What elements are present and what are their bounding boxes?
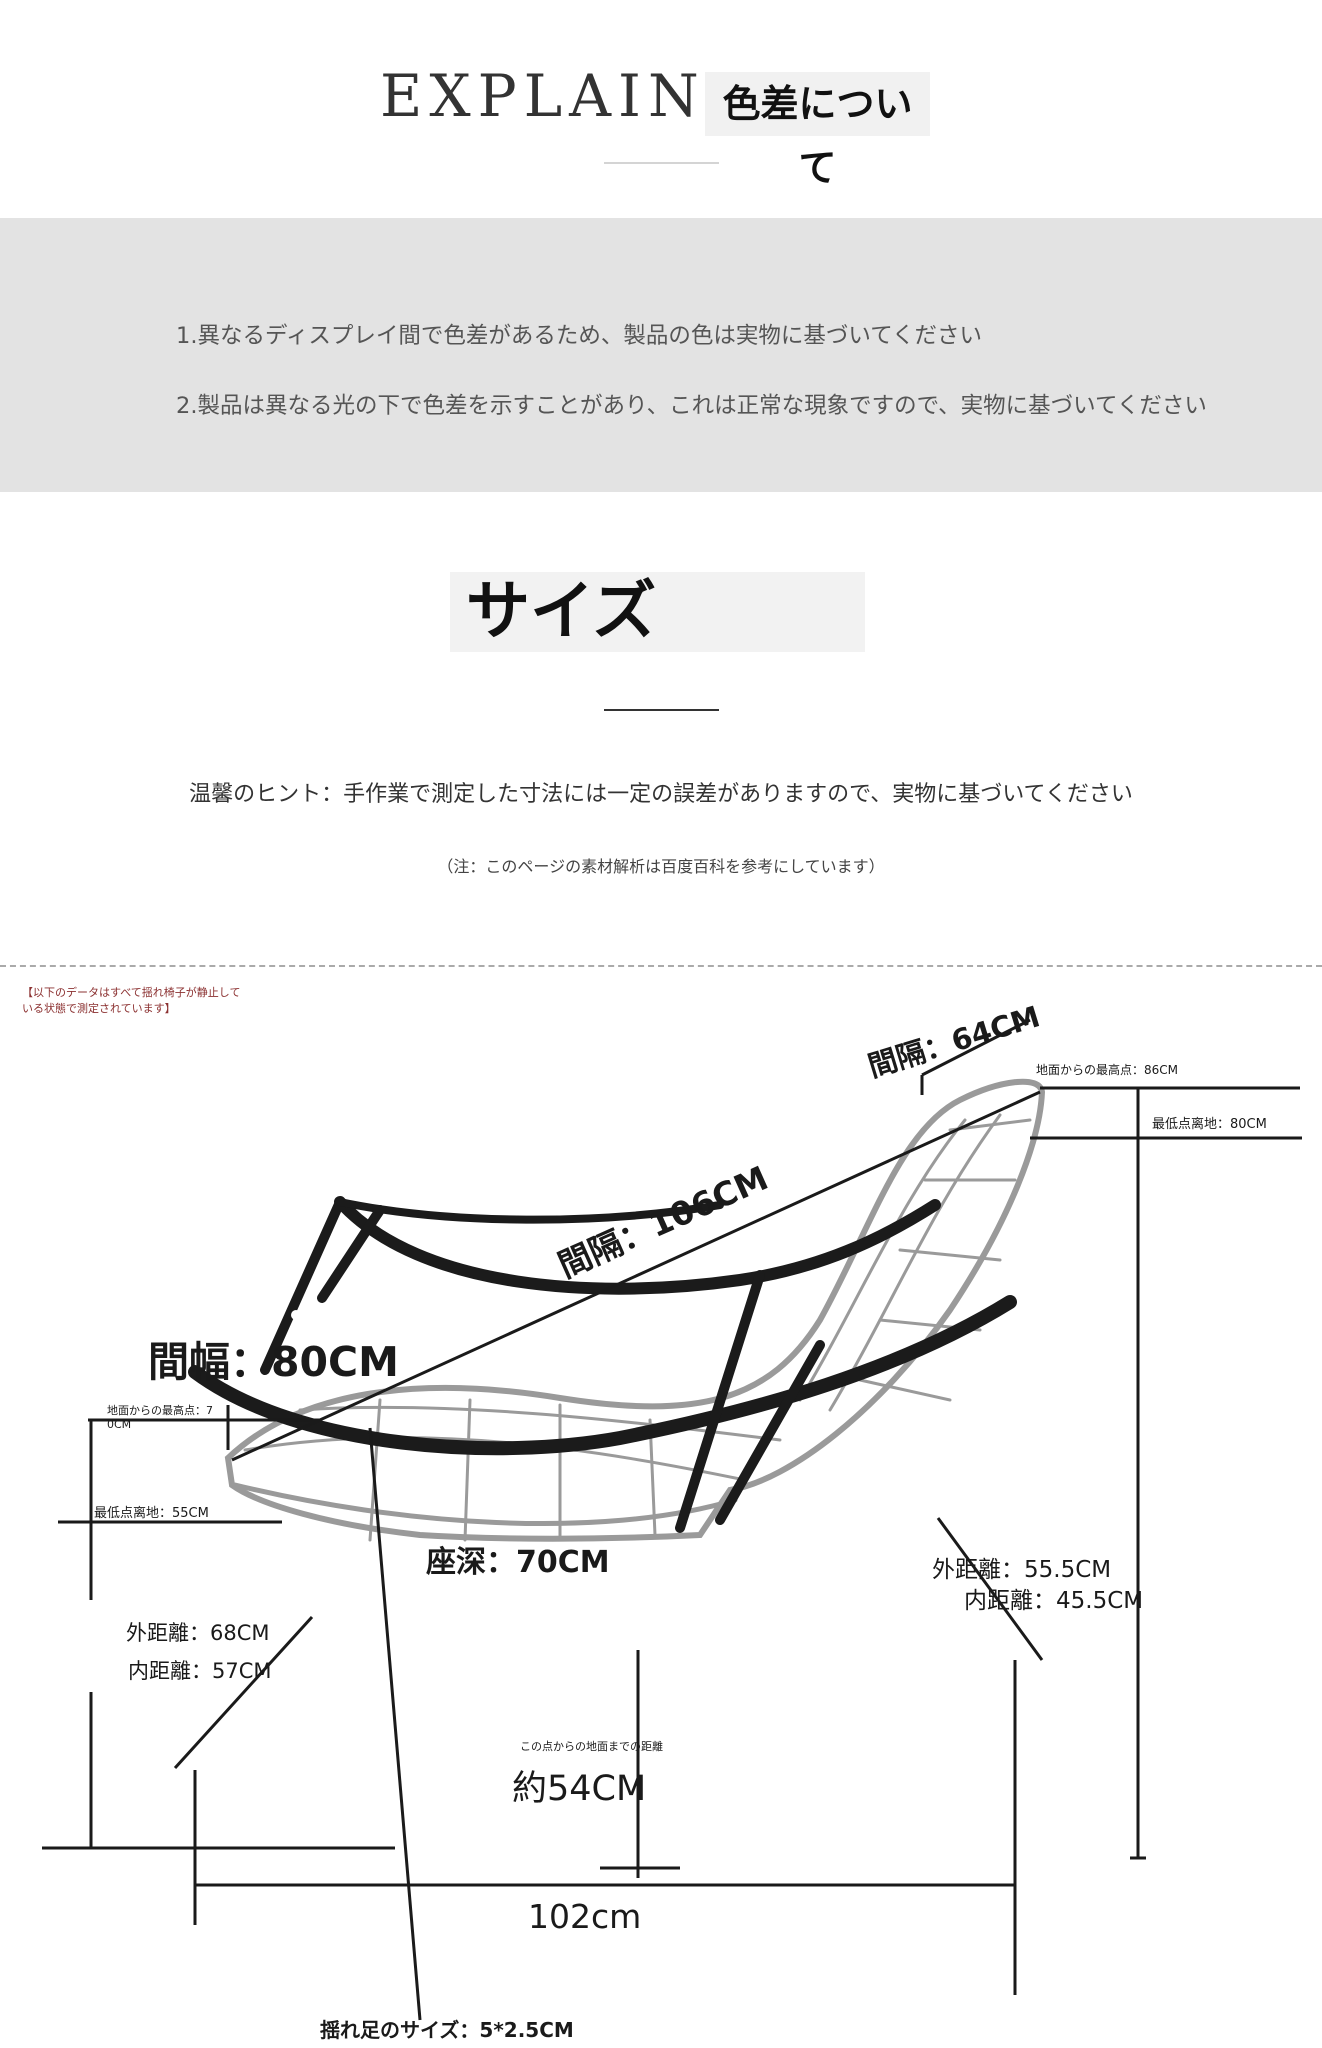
color-notes-panel: 1.異なるディスプレイ間で色差があるため、製品の色は実物に基づいてください 2.…: [0, 218, 1322, 492]
front-leg: [260, 1197, 345, 1375]
diagonal-measure-line: [231, 1090, 1041, 1462]
front-rocker-measure: [173, 1615, 314, 1770]
rocker-size-label: 揺れ足のサイズ：5*2.5CM: [320, 2018, 574, 2042]
seat-rim: [232, 1482, 738, 1526]
highest-back-label: 地面からの最高点：86CM: [1036, 1062, 1178, 1077]
rear-rocker-measure: [936, 1517, 1044, 1661]
size-divider: [604, 709, 719, 711]
rear-leg: [715, 1340, 825, 1525]
highest-front-label-line-2: 0CM: [107, 1418, 131, 1431]
front-outer-distance-label: 外距離：68CM: [126, 1621, 270, 1645]
seat-crossbar: [336, 1198, 724, 1224]
measurement-hint: 温馨のヒント：手作業で測定した寸法には一定の誤差がありますので、実物に基づいてく…: [189, 782, 1133, 807]
seat-width-label: 間幅：80CM: [148, 1338, 399, 1386]
back-width-line: [921, 1018, 1031, 1077]
measurement-condition-line-1: 【以下のデータはすべて揺れ椅子が静止して: [22, 986, 241, 999]
rocker-size-pointer: [368, 1427, 422, 2021]
title-divider: [604, 162, 719, 164]
measurement-condition-line-2: いる状態で測定されています】: [22, 1002, 176, 1015]
rocker-bolt: [362, 1417, 374, 1429]
front-leg-inner: [317, 1205, 385, 1303]
size-heading: サイズ: [450, 572, 865, 652]
rocker-rear: [334, 1196, 941, 1295]
rocker-front: [188, 1295, 1017, 1456]
rear-leg-inner: [675, 1270, 765, 1533]
color-difference-heading: 色差について: [705, 72, 930, 190]
back-cross-weave: [858, 1118, 1032, 1402]
rocking-chair-dimension-diagram: 間隔：64CM 地面からの最高点：86CM 最低点离地：80CM 間隔：106C…: [42, 999, 1302, 2042]
rear-inner-distance-label: 内距離：45.5CM: [964, 1588, 1143, 1614]
dimension-lines: [42, 1018, 1302, 2021]
lowest-back-label: 最低点离地：80CM: [1152, 1116, 1267, 1132]
front-inner-distance-label: 内距離：57CM: [128, 1659, 272, 1683]
highest-front-label-line-1: 地面からの最高点：7: [107, 1403, 213, 1417]
color-note-1: 1.異なるディスプレイ間で色差があるため、製品の色は実物に基づいてください: [176, 323, 983, 349]
chair-frame: [188, 1196, 1017, 1533]
seat-depth-label: 座深：70CM: [426, 1545, 610, 1580]
ground-distance-note: この点からの地面までの距離: [520, 1739, 663, 1753]
back-weave-2: [828, 1113, 1002, 1412]
seat-outline: [224, 1078, 1046, 1542]
leg-bolt: [291, 1310, 301, 1320]
back-weave-1: [798, 1118, 967, 1402]
ground-distance-value: 約54CM: [512, 1769, 646, 1809]
measurement-condition: 【以下のデータはすべて揺れ椅子が静止して いる状態で測定されています】: [22, 985, 240, 1017]
color-note-2: 2.製品は異なる光の下で色差を示すことがあり、これは正常な現象ですので、実物に基…: [176, 393, 1207, 419]
explain-title: EXPLAIN: [380, 62, 706, 130]
back-width-label: 間隔：64CM: [864, 999, 1044, 1083]
section-divider: [0, 965, 1322, 967]
rear-outer-distance-label: 外距離：55.5CM: [932, 1557, 1111, 1583]
lowest-front-label: 最低点离地：55CM: [94, 1505, 209, 1521]
source-note: （注：このページの素材解析は百度百科を参考にしています）: [437, 857, 885, 876]
length-label: 102cm: [528, 1897, 641, 1936]
chair-seat-shell: [224, 1078, 1046, 1542]
